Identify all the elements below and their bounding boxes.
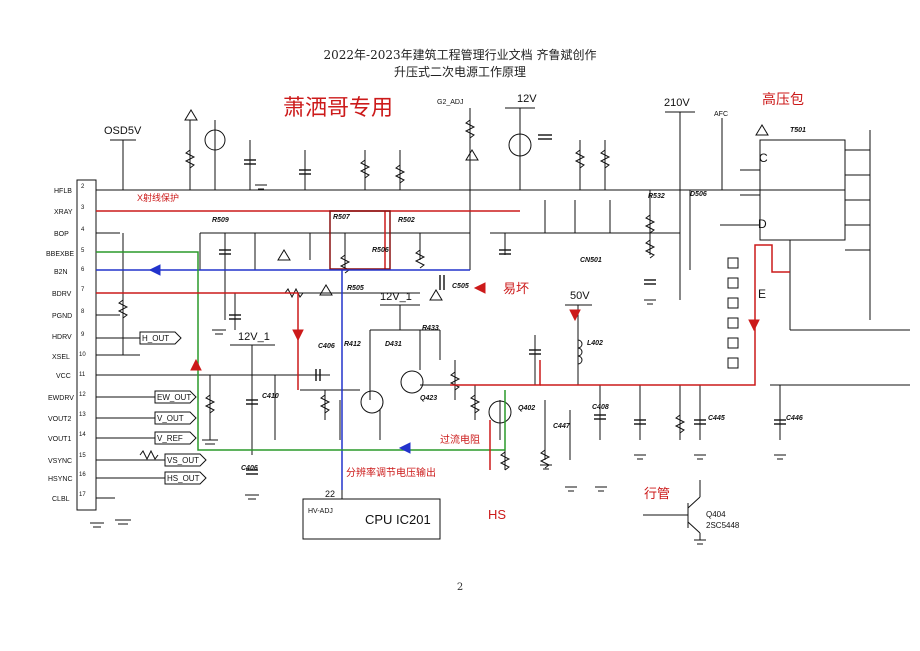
c410-ref: C410 (262, 393, 279, 400)
v-ref-label: V_REF (157, 434, 183, 443)
c445-ref: C445 (708, 415, 725, 422)
g2-adj-label: G2_ADJ (437, 99, 463, 106)
r507-ref: R507 (333, 214, 351, 221)
cpu-ic201-box (302, 498, 441, 540)
q404-ref: Q404 (706, 510, 726, 519)
hv-pack-label: 高压包 (762, 91, 804, 107)
r505-ref: R505 (347, 285, 364, 292)
r412-ref: R412 (344, 341, 361, 348)
r532-ref: R532 (648, 193, 665, 200)
afc-label: AFC (714, 111, 728, 118)
cpu-pin-label: HV-ADJ (308, 508, 333, 515)
c408-ref: C408 (592, 404, 609, 411)
pin-num-7: 7 (81, 287, 85, 293)
pin-label-hsync: HSYNC (48, 476, 73, 483)
pin-label-vout1: VOUT1 (48, 436, 71, 443)
h-out-label: H_OUT (142, 334, 169, 343)
pin-num-16: 16 (79, 472, 86, 478)
d506-ref: D506 (690, 191, 707, 198)
pin-num-6: 6 (81, 267, 85, 273)
pin-num-17: 17 (79, 492, 86, 498)
pin-num-15: 15 (79, 453, 86, 459)
c505-ref: C505 (452, 283, 469, 290)
pin-label-b2n: B2N (54, 269, 68, 276)
q404-part: 2SC5448 (706, 521, 740, 530)
fragile-label: 易坏 (503, 281, 529, 296)
resolution-adjust-label: 分辨率调节电压输出 (346, 466, 436, 479)
pin-label-vout2: VOUT2 (48, 416, 71, 423)
pin-num-5: 5 (81, 248, 85, 254)
d-label: D (758, 217, 767, 231)
pin-num-4: 4 (81, 227, 85, 233)
cpu-name: CPU IC201 (365, 512, 431, 527)
v-out-label: V_OUT (157, 414, 184, 423)
cpu-pin-number: 22 (325, 489, 335, 499)
pin-num-12: 12 (79, 392, 86, 398)
pin-label-bbexbe: BBEXBE (46, 251, 74, 258)
l402-ref: L402 (587, 340, 603, 347)
pin-label-ewdrv: EWDRV (48, 395, 74, 402)
header-line-1: 2022年-2023年建筑工程管理行业文档 齐鲁斌创作 (323, 48, 597, 62)
pin-num-13: 13 (79, 412, 86, 418)
hs-label: HS (488, 507, 506, 522)
pin-label-clbl: CLBL (52, 496, 70, 503)
page-number: 2 (456, 582, 464, 593)
connector-block (76, 179, 97, 511)
pin-label-bdrv: BDRV (52, 291, 72, 298)
r509-ref: R509 (212, 217, 229, 224)
rail-210v-label: 210V (664, 97, 690, 109)
r502-ref: R502 (398, 217, 415, 224)
q402-ref: Q402 (518, 405, 535, 412)
pin-num-3: 3 (81, 205, 85, 211)
pin-label-vcc: VCC (56, 373, 71, 380)
pin-num-11: 11 (79, 372, 86, 378)
q423-ref: Q423 (420, 395, 437, 402)
header-line-2: 升压式二次电源工作原理 (393, 65, 526, 79)
hs-out-label: HS_OUT (167, 474, 200, 483)
c-label: C (759, 151, 768, 165)
cn501-ref: CN501 (580, 257, 602, 264)
c406-ref: C406 (318, 343, 335, 350)
pin-label-bop: BOP (54, 231, 69, 238)
c447-ref: C447 (553, 423, 571, 430)
pin-label-pgnd: PGND (52, 313, 72, 320)
r506-ref: R506 (372, 247, 389, 254)
ew-out-label: EW_OUT (157, 393, 191, 402)
xray-protect-label: X射线保护 (137, 192, 179, 203)
pin-label-hflb: HFLB (54, 188, 72, 195)
pin-num-10: 10 (79, 352, 86, 358)
d431-ref: D431 (385, 341, 402, 348)
rail-12v1-mid-label: 12V_1 (238, 331, 270, 343)
pin-label-hdrv: HDRV (52, 334, 72, 341)
line-tube-label: 行管 (644, 486, 670, 501)
overcurrent-resistor-label: 过流电阻 (440, 433, 480, 446)
t501-label: T501 (790, 127, 806, 134)
e-label: E (758, 287, 766, 301)
pin-num-8: 8 (81, 309, 85, 315)
rail-12v1-top-label: 12V_1 (380, 291, 412, 303)
pin-label-vsync: VSYNC (48, 458, 72, 465)
osd5v-label: OSD5V (104, 125, 142, 137)
pin-num-14: 14 (79, 432, 86, 438)
r433-ref: R433 (422, 325, 439, 332)
rail-50v-label: 50V (570, 290, 590, 302)
pin-label-xsel: XSEL (52, 354, 70, 361)
rail-12v-label: 12V (517, 93, 537, 105)
c406b-ref: C406 (241, 465, 258, 472)
pin-num-2: 2 (81, 184, 85, 190)
c446-ref: C446 (786, 415, 803, 422)
vs-out-label: VS_OUT (167, 456, 199, 465)
pin-num-9: 9 (81, 332, 85, 338)
title-annotation: 萧洒哥专用 (283, 95, 393, 120)
pin-label-xray: XRAY (54, 209, 73, 216)
